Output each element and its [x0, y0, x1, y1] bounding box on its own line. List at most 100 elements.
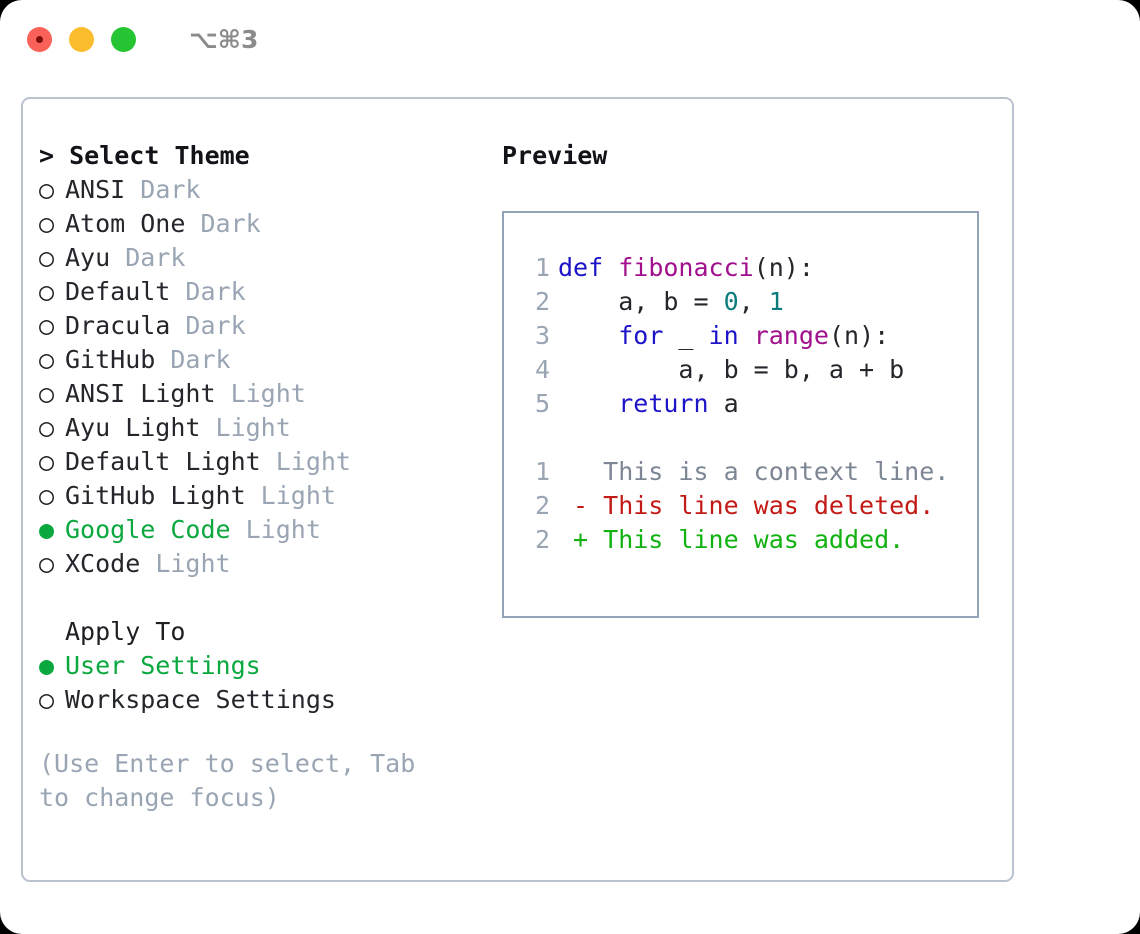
- code-token: in: [708, 321, 739, 350]
- theme-name: Dracula: [65, 311, 171, 340]
- theme-name: Ayu Light: [65, 413, 201, 442]
- radio-unselected-icon: ○: [39, 311, 55, 340]
- window-title-bar: ⌥⌘3: [0, 0, 1140, 78]
- theme-name: Atom One: [65, 209, 186, 238]
- theme-list-column: > Select Theme ○ANSI Dark○Atom One Dark○…: [39, 139, 479, 815]
- zoom-window-button[interactable]: [111, 26, 136, 52]
- code-token: return: [618, 389, 709, 418]
- radio-unselected-icon: ○: [39, 345, 55, 374]
- apply-to-option-user-settings[interactable]: ● User Settings: [39, 649, 479, 683]
- preview-heading: Preview: [502, 141, 608, 170]
- theme-variant-label: Light: [215, 379, 306, 408]
- code-token: fibonacci: [618, 253, 754, 282]
- theme-name: ANSI: [65, 175, 126, 204]
- code-token: a: [708, 389, 739, 418]
- apply-to-options: ● User Settings ○ Workspace Settings: [39, 649, 479, 717]
- line-number: 2: [534, 491, 550, 520]
- theme-variant-label: Light: [245, 481, 336, 510]
- keyboard-hint-text: (Use Enter to select, Tab to change focu…: [39, 749, 416, 812]
- radio-unselected-icon: ○: [39, 685, 55, 714]
- radio-unselected-icon: ○: [39, 379, 55, 408]
- radio-unselected-icon: ○: [39, 175, 55, 204]
- line-number: 2: [534, 525, 550, 554]
- theme-option-dracula[interactable]: ○ Dracula Dark: [39, 309, 479, 343]
- theme-name: GitHub Light: [65, 481, 246, 510]
- code-token: [558, 321, 618, 350]
- theme-variant-label: Light: [260, 447, 351, 476]
- line-number: 1: [534, 457, 550, 486]
- apply-to-label: Workspace Settings: [65, 685, 336, 714]
- theme-name: XCode: [65, 549, 141, 578]
- theme-variant-label: Dark: [170, 311, 246, 340]
- theme-picker-panel: > Select Theme ○ANSI Dark○Atom One Dark○…: [21, 97, 1014, 882]
- code-token: [603, 253, 618, 282]
- code-token: [558, 389, 618, 418]
- minimize-window-button[interactable]: [69, 26, 94, 52]
- theme-name: Default Light: [65, 447, 261, 476]
- code-token: a, b = b, a + b: [558, 355, 905, 384]
- radio-unselected-icon: ○: [39, 549, 55, 578]
- theme-variant-label: Dark: [170, 277, 246, 306]
- theme-option-xcode[interactable]: ○ XCode Light: [39, 547, 479, 581]
- traffic-light-group: [27, 26, 136, 52]
- apply-to-option-workspace-settings[interactable]: ○ Workspace Settings: [39, 683, 479, 717]
- line-number: 2: [534, 287, 550, 316]
- keyboard-shortcut-label: ⌥⌘3: [189, 24, 259, 54]
- theme-option-github-light[interactable]: ○ GitHub Light Light: [39, 479, 479, 513]
- theme-option-default[interactable]: ○Default Dark: [39, 275, 479, 309]
- code-token: def: [558, 253, 604, 282]
- line-number: 3: [534, 321, 550, 350]
- theme-option-google-code[interactable]: ● Google Code Light: [39, 513, 479, 547]
- radio-unselected-icon: ○: [39, 243, 55, 272]
- radio-selected-icon: ●: [39, 515, 55, 544]
- theme-variant-label: Dark: [125, 175, 201, 204]
- diff-line-ctx: 1 This is a context line.: [516, 455, 977, 489]
- theme-name: Default: [65, 277, 171, 306]
- theme-list: ○ANSI Dark○Atom One Dark○Ayu Dark○Defaul…: [39, 173, 479, 581]
- list-spacer: [39, 581, 479, 615]
- code-token: 1: [768, 287, 784, 316]
- theme-option-default-light[interactable]: ○ Default Light Light: [39, 445, 479, 479]
- code-token: (n):: [753, 253, 814, 282]
- radio-selected-icon: ●: [39, 651, 55, 680]
- code-token: (n):: [828, 321, 890, 350]
- theme-option-ayu[interactable]: ○Ayu Dark: [39, 241, 479, 275]
- line-number: 5: [534, 389, 550, 418]
- radio-unselected-icon: ○: [39, 447, 55, 476]
- code-token: [739, 321, 754, 350]
- theme-option-ansi[interactable]: ○ ANSI Dark: [39, 173, 479, 207]
- code-token: range: [753, 321, 829, 350]
- code-line: 3 for _ in range(n):: [516, 319, 977, 353]
- theme-variant-label: Dark: [185, 209, 261, 238]
- theme-option-ayu-light[interactable]: ○Ayu Light Light: [39, 411, 479, 445]
- theme-variant-label: Dark: [110, 243, 186, 272]
- radio-unselected-icon: ○: [39, 209, 55, 238]
- diff-line-del: 2 - This line was deleted.: [516, 489, 977, 523]
- apply-to-heading: Apply To: [65, 617, 186, 646]
- theme-option-github[interactable]: ○ GitHub Dark: [39, 343, 479, 377]
- code-token: for: [618, 321, 664, 350]
- radio-unselected-icon: ○: [39, 481, 55, 510]
- code-token: _: [663, 321, 709, 350]
- apply-to-label: User Settings: [65, 651, 261, 680]
- select-theme-heading: > Select Theme: [39, 141, 250, 170]
- diff-text: This is a context line.: [558, 457, 950, 486]
- close-window-button[interactable]: [27, 26, 52, 52]
- radio-unselected-icon: ○: [39, 413, 55, 442]
- theme-variant-label: Light: [140, 549, 231, 578]
- line-number: 1: [534, 253, 550, 282]
- code-token: 0: [723, 287, 739, 316]
- diff-line-add: 2 + This line was added.: [516, 523, 977, 557]
- theme-name: GitHub: [65, 345, 156, 374]
- theme-option-atom-one[interactable]: ○ Atom One Dark: [39, 207, 479, 241]
- code-line: 2 a, b = 0, 1: [516, 285, 977, 319]
- theme-variant-label: Light: [230, 515, 321, 544]
- theme-option-ansi-light[interactable]: ○ANSI Light Light: [39, 377, 479, 411]
- theme-variant-label: Dark: [155, 345, 231, 374]
- code-token: ,: [738, 287, 769, 316]
- theme-name: Google Code: [65, 515, 231, 544]
